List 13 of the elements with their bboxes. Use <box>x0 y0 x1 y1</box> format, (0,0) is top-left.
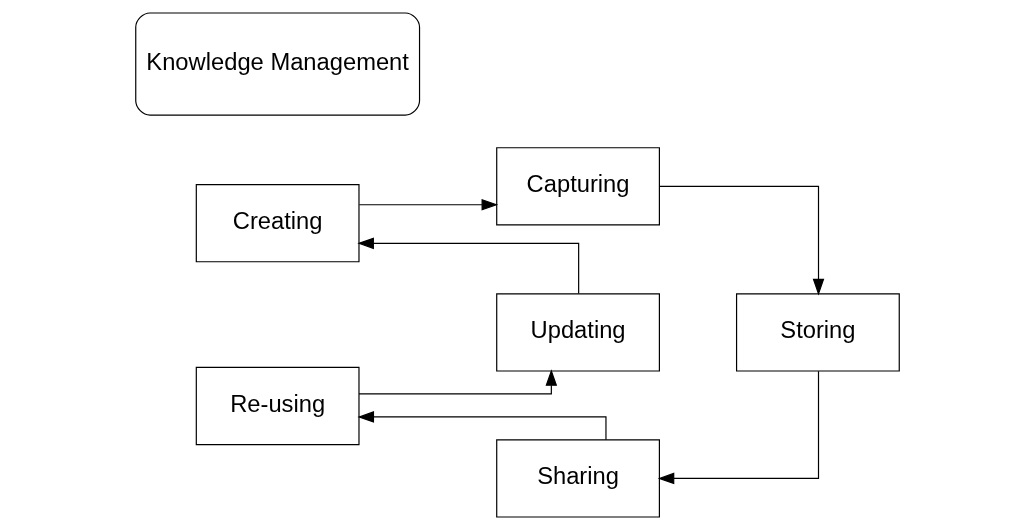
arrow <box>657 370 820 485</box>
arrow <box>358 369 558 395</box>
node-box: Creating <box>195 183 360 263</box>
node-box: Re-using <box>195 366 360 446</box>
arrow <box>357 411 607 441</box>
arrow <box>358 198 499 211</box>
node-box: Knowledge Management <box>135 12 421 116</box>
node-box: Updating <box>496 293 660 372</box>
node-box: Capturing <box>496 147 660 226</box>
node-box: Sharing <box>496 439 660 518</box>
node-box: Storing <box>736 293 900 372</box>
arrow <box>357 237 580 295</box>
arrow <box>658 185 825 296</box>
